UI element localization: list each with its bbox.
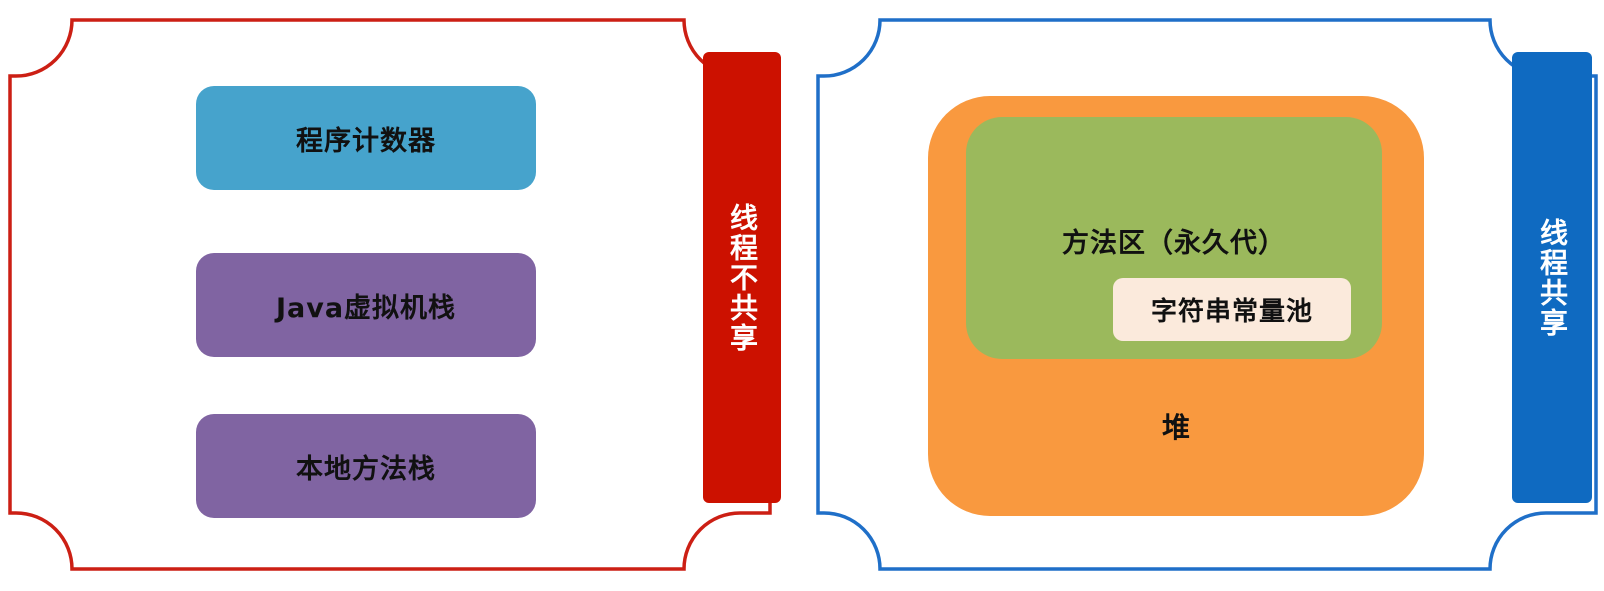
native-method-stack-label: 本地方法栈 (296, 453, 436, 485)
method-area-label: 方法区（永久代） (1062, 228, 1286, 259)
native-method-stack-block: 本地方法栈 (196, 414, 536, 518)
jvm-stack-block: Java虚拟机栈 (196, 253, 536, 357)
thread-private-label: 线程不共享 (726, 202, 759, 353)
string-constant-pool-label: 字符串常量池 (1150, 297, 1313, 327)
program-counter-label: 程序计数器 (296, 125, 436, 157)
thread-shared-label: 线程共享 (1536, 217, 1569, 338)
string-constant-pool-block: 字符串常量池 (1113, 278, 1351, 341)
thread-shared-bar: 线程共享 (1512, 52, 1592, 503)
program-counter-block: 程序计数器 (196, 86, 536, 190)
heap-label: 堆 (1161, 411, 1190, 444)
jvm-stack-label: Java虚拟机栈 (275, 292, 457, 324)
thread-private-bar: 线程不共享 (703, 52, 781, 503)
